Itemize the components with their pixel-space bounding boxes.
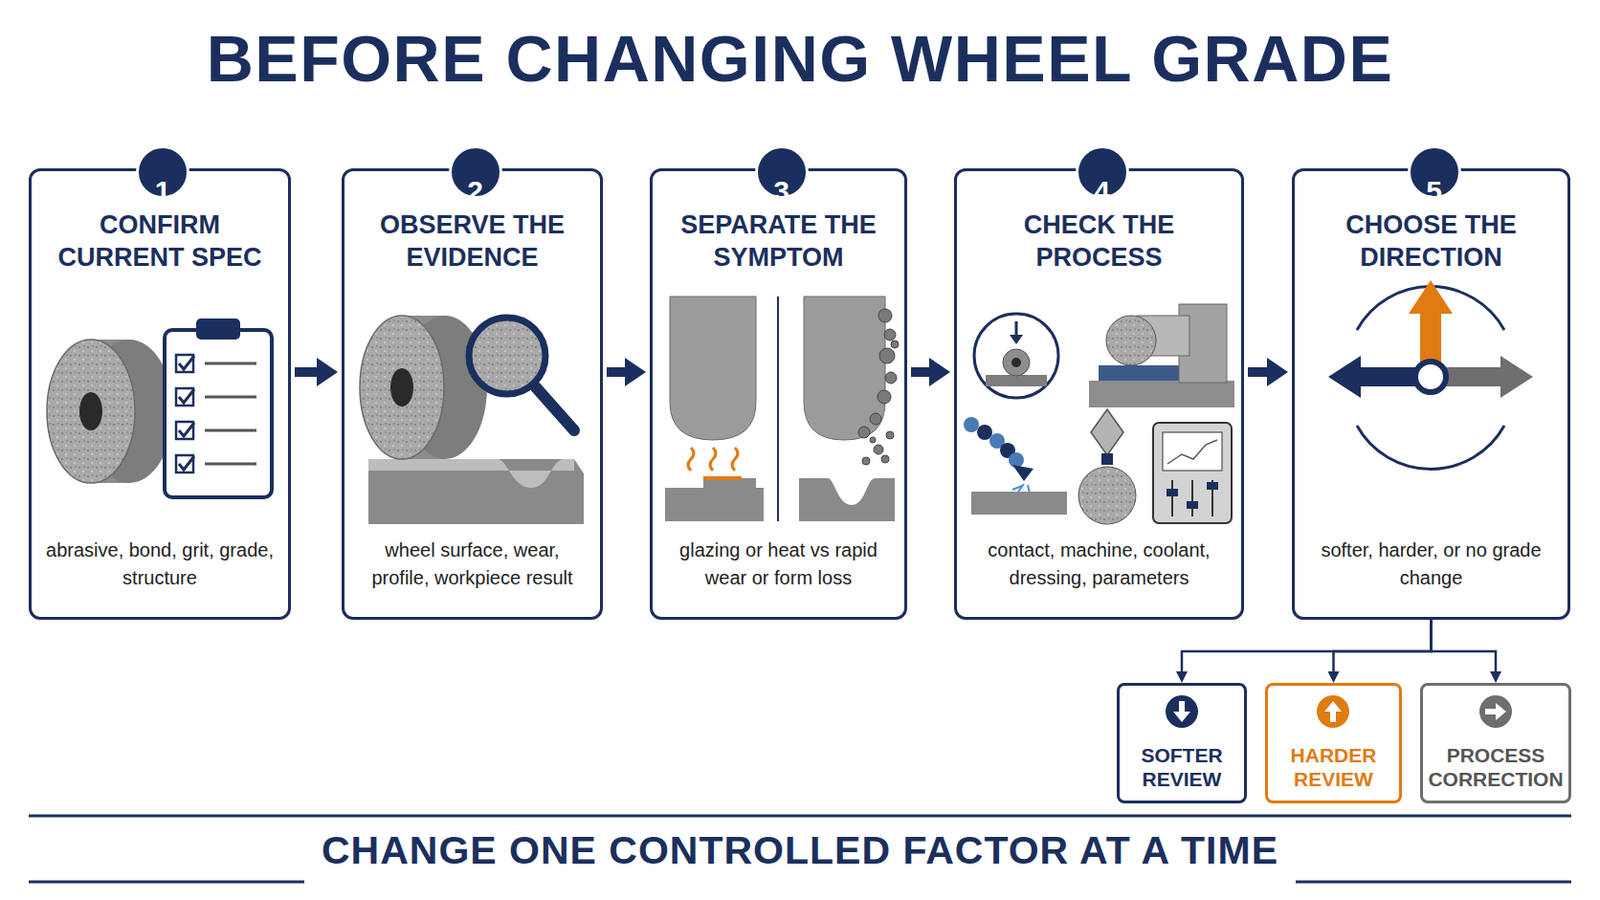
step-number: 4 bbox=[1075, 145, 1130, 200]
step-body: glazing or heat vs rapid wear or form lo… bbox=[662, 536, 895, 593]
step-heading: OBSERVE THE EVIDENCE bbox=[354, 209, 591, 275]
flow-arrow bbox=[1431, 620, 1497, 672]
outcome-box: SOFTER REVIEW bbox=[1116, 683, 1247, 804]
step-number: 3 bbox=[755, 145, 809, 200]
step-panel: OBSERVE THE EVIDENCE wheel surface, wear,… bbox=[341, 168, 603, 621]
step-heading: CHECK THE PROCESS bbox=[966, 209, 1232, 275]
symptom-illustration bbox=[665, 296, 899, 522]
flow-arrow bbox=[294, 367, 317, 378]
flow-arrow bbox=[1333, 620, 1432, 672]
wheel-illustration bbox=[46, 339, 174, 484]
outcome-label: SOFTER REVIEW bbox=[1125, 743, 1239, 792]
clipboard-icon bbox=[164, 318, 272, 498]
rule-line bbox=[1295, 881, 1572, 885]
step-heading: CHOOSE THE DIRECTION bbox=[1304, 209, 1558, 275]
step-body: abrasive, bond, grit, grade, structure bbox=[41, 536, 279, 593]
caption-row: CHANGE ONE CONTROLLED FACTOR AT A TIME bbox=[0, 828, 1600, 874]
step-panel: CONFIRM CURRENT SPEC abrasive, bond, grit… bbox=[28, 168, 291, 621]
step-number-text: 3 bbox=[773, 173, 790, 210]
direction-compass bbox=[1328, 280, 1534, 469]
step-body: contact, machine, coolant, dressing, par… bbox=[966, 536, 1232, 593]
caption: CHANGE ONE CONTROLLED FACTOR AT A TIME bbox=[321, 828, 1279, 873]
step-heading: SEPARATE THE SYMPTOM bbox=[662, 209, 895, 275]
step-heading: CONFIRM CURRENT SPEC bbox=[41, 209, 279, 275]
title: BEFORE CHANGING WHEEL GRADE bbox=[0, 21, 1600, 96]
sub-icons bbox=[1165, 695, 1512, 729]
outcome-box: PROCESS CORRECTION bbox=[1420, 683, 1572, 804]
flow-arrow bbox=[1247, 367, 1267, 378]
step-number-text: 1 bbox=[155, 173, 172, 210]
evidence-illustration bbox=[359, 315, 584, 525]
rule-line bbox=[28, 881, 305, 885]
outcome-label: PROCESS CORRECTION bbox=[1427, 743, 1563, 792]
step-panel: CHECK THE PROCESS contact, machine, coola… bbox=[954, 168, 1245, 621]
rule-line bbox=[28, 815, 1572, 819]
step-number: 2 bbox=[448, 145, 503, 200]
step-panel: SEPARATE THE SYMPTOM glazing or heat vs r… bbox=[649, 168, 908, 621]
step-panel: CHOOSE THE DIRECTION softer, harder, or n… bbox=[1291, 168, 1571, 621]
flow-arrow bbox=[1181, 620, 1432, 672]
flow-arrow bbox=[606, 367, 625, 378]
outcome-box: HARDER REVIEW bbox=[1265, 683, 1402, 804]
step-number: 5 bbox=[1407, 145, 1462, 200]
step-body: softer, harder, or no grade change bbox=[1304, 536, 1558, 593]
outcome-label: HARDER REVIEW bbox=[1273, 743, 1394, 792]
step-number-text: 5 bbox=[1425, 173, 1443, 210]
flow-arrow bbox=[911, 367, 930, 378]
step-number-text: 2 bbox=[466, 173, 484, 210]
step-body: wheel surface, wear, profile, workpiece … bbox=[354, 536, 591, 593]
process-icons bbox=[963, 304, 1235, 525]
step-number-text: 4 bbox=[1093, 173, 1111, 210]
step-number: 1 bbox=[135, 145, 190, 200]
